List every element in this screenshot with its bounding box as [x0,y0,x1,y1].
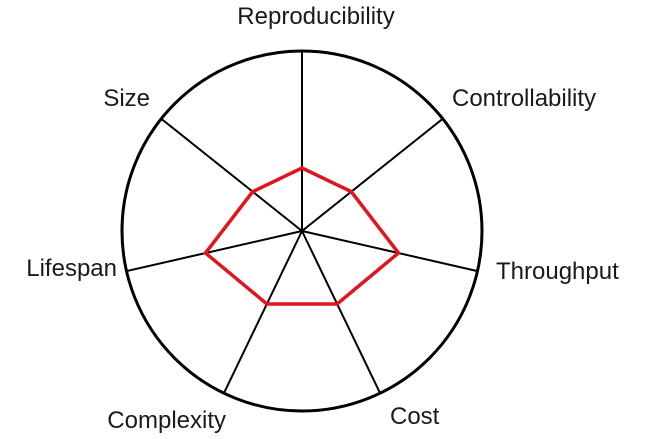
spoke-lifespan [126,230,303,273]
series-point-cost [335,302,339,306]
axis-label-cost: Cost [390,403,440,430]
spokes [126,51,478,394]
series-point-lifespan [203,251,208,255]
spoke-complexity [222,230,303,394]
axis-label-reproducibility: Reproducibility [237,3,394,30]
spoke-controllability [301,118,444,232]
axis-label-size: Size [103,85,150,112]
series-point-complexity [265,302,269,306]
series-point-size [250,189,255,194]
series-point-reproducibility [300,166,304,170]
axis-label-lifespan: Lifespan [26,255,117,282]
spoke-size [160,118,303,232]
axis-label-complexity: Complexity [107,407,226,434]
series-point-throughput [396,251,401,255]
series-polygon [203,166,401,306]
axis-label-throughput: Throughput [496,258,619,285]
spoke-throughput [301,230,478,273]
axis-label-controllability: Controllability [452,85,596,112]
spoke-cost [301,230,382,394]
series-point-controllability [349,189,354,194]
